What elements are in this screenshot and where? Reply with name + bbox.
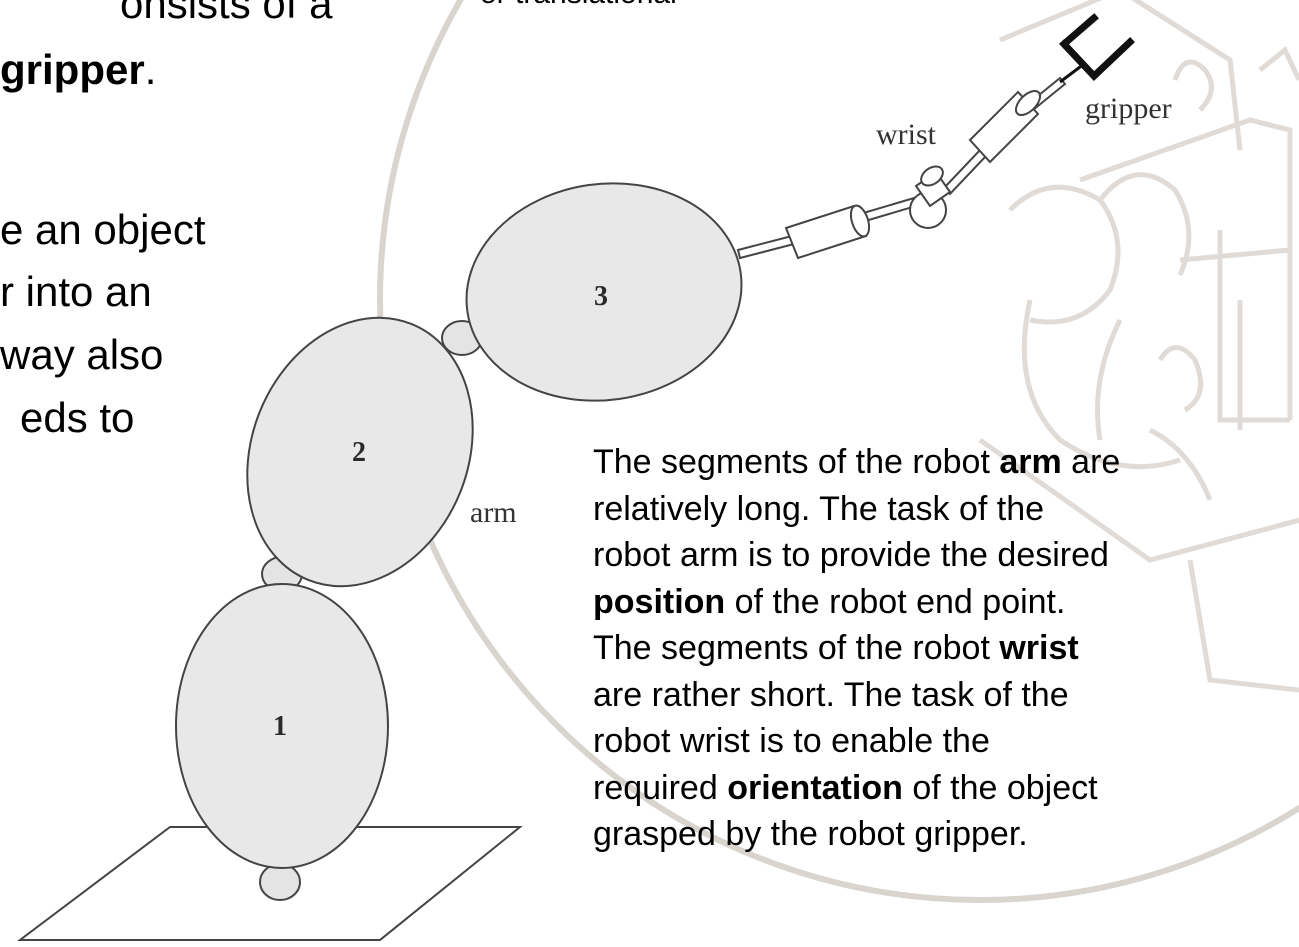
desc-line-7: robot wrist is to enable the [593,722,990,760]
desc-line-8: required orientation of the object [593,768,1098,807]
desc-line-3: robot arm is to provide the desired [593,536,1109,574]
arm-segment-3 [465,182,743,402]
term-orientation: orientation [727,768,903,807]
desc-line-5: The segments of the robot wrist [593,629,1079,667]
left-text-line-4: r into an [0,268,152,315]
left-text-line-2: gripper. [0,46,157,93]
wrist-shaft-1 [736,234,796,260]
term-wrist: wrist [999,629,1079,667]
base-joint [259,863,301,901]
left-text-line-3: e an object [0,206,206,253]
top-text-fragment: or translational [480,0,677,12]
gripper-jaws [1059,13,1135,81]
term-position: position [593,582,726,621]
label-gripper: gripper [1085,92,1172,125]
wrist-shaft-3 [942,148,988,196]
segment-number-2: 2 [352,437,366,468]
gripper-term: gripper [0,46,145,93]
segment-number-1: 1 [273,711,287,742]
desc-line-2: relatively long. The task of the [593,489,1045,528]
arm-segment-1 [175,583,389,869]
arm-segment-2 [246,316,474,588]
term-arm: arm [999,443,1062,481]
description-text: The segments of the robot arm are relati… [593,439,1293,858]
left-text-line-1: onsists of a [120,0,333,27]
segment-number-3: 3 [594,281,608,312]
left-text-line-6: eds to [20,394,135,441]
label-arm: arm [470,496,517,529]
desc-line-6: are rather short. The task of the [593,675,1069,714]
desc-line-9: grasped by the robot gripper. [593,815,1028,853]
left-text-line-5: way also [0,331,164,378]
label-wrist: wrist [876,118,936,151]
desc-line-4: position of the robot end point. [593,582,1066,621]
desc-line-1: The segments of the robot arm are [593,443,1121,481]
